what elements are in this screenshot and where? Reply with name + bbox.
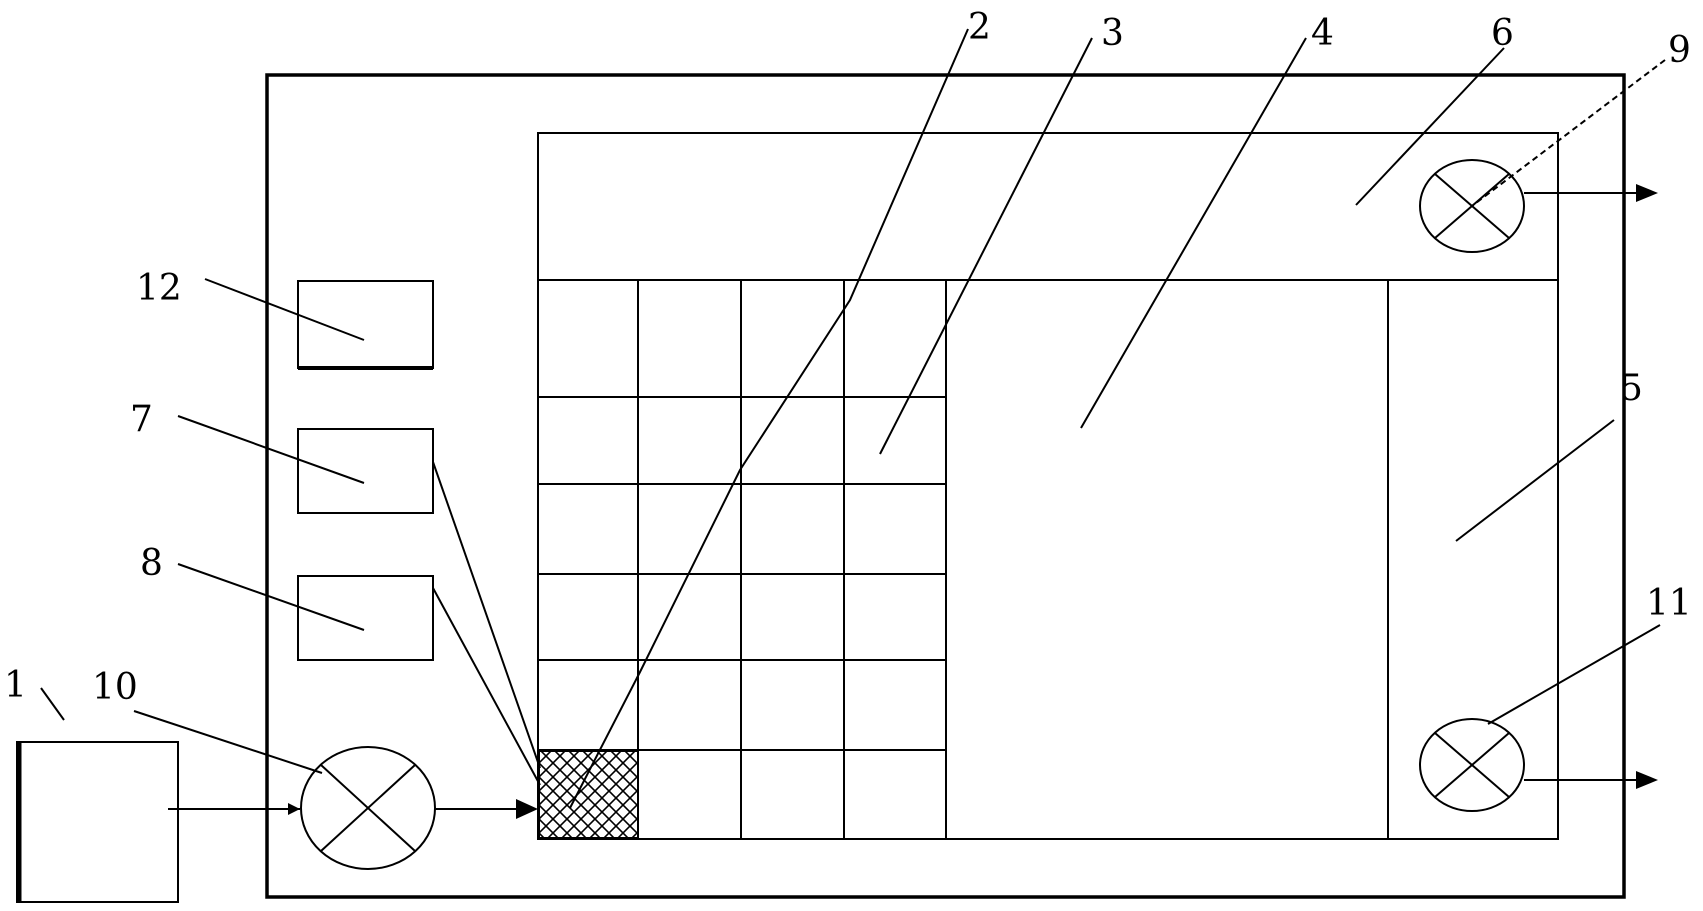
- label-7: 7: [130, 399, 153, 440]
- sensor-connections: [432, 461, 541, 786]
- flow-lines: [168, 184, 1658, 819]
- outer-enclosure: [265, 73, 1626, 899]
- label-11: 11: [1646, 583, 1692, 624]
- label-12: 12: [136, 268, 182, 309]
- box-12: [297, 280, 434, 369]
- leader-lines: [40, 28, 1666, 809]
- box-1: [16, 741, 179, 903]
- label-10: 10: [92, 667, 138, 708]
- label-1: 1: [4, 665, 27, 706]
- valve-10-icon: [300, 746, 436, 870]
- label-6: 6: [1491, 13, 1514, 54]
- box-7: [297, 428, 434, 514]
- label-4: 4: [1311, 13, 1334, 54]
- inner-chamber: [537, 132, 1559, 840]
- box-8: [297, 575, 434, 661]
- label-2: 2: [968, 7, 991, 48]
- label-5: 5: [1620, 368, 1643, 409]
- label-3: 3: [1101, 13, 1124, 54]
- label-8: 8: [140, 543, 163, 584]
- label-9: 9: [1668, 30, 1691, 71]
- grid-region: [538, 280, 946, 839]
- valve-11-icon: [1419, 718, 1525, 812]
- hatched-cell: [538, 750, 639, 839]
